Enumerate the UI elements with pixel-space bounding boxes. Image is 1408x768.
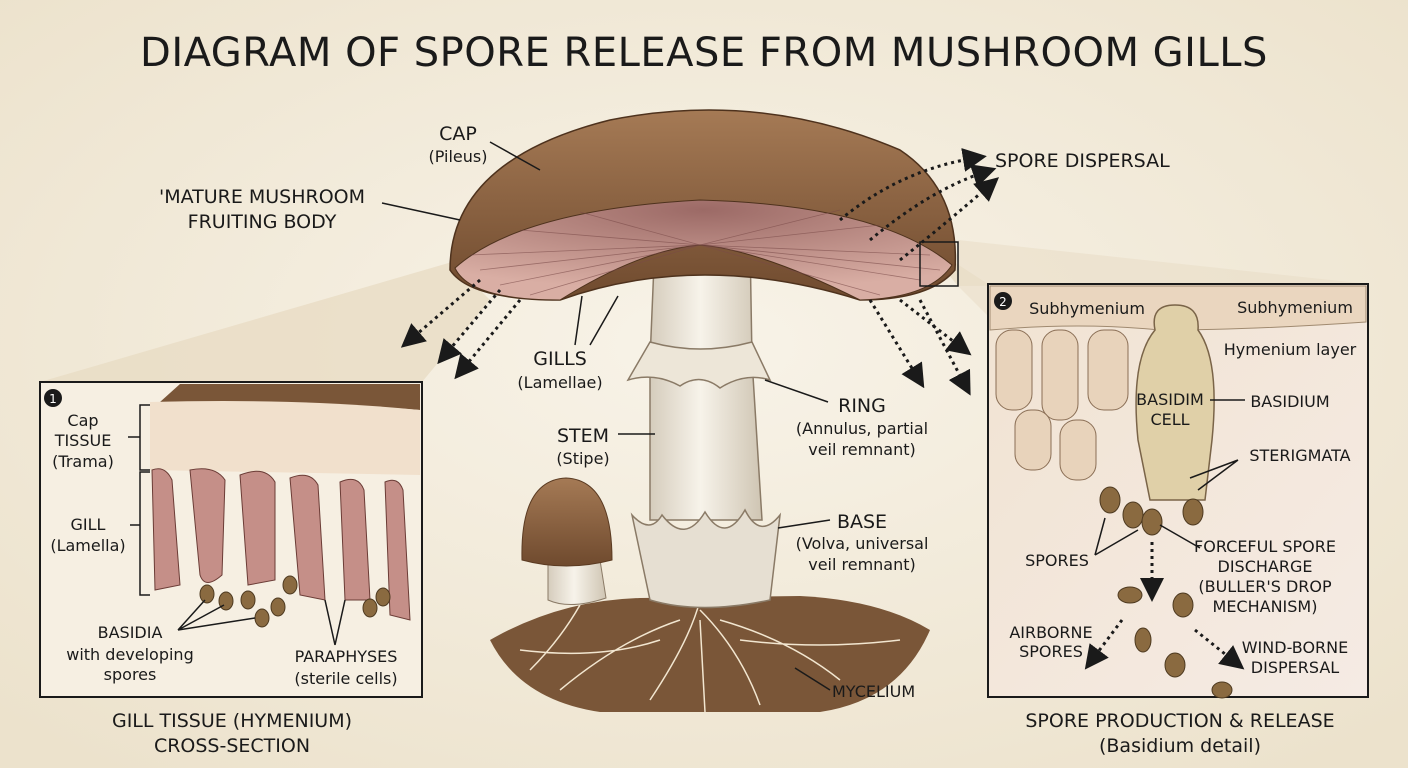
zoom-box [919,241,959,287]
label-mycelium: MYCELIUM [832,682,915,701]
panel2-discharge-4: MECHANISM) [1213,597,1318,616]
panel2-discharge-1: FORCEFUL SPORE [1194,537,1336,556]
panel-basidium-detail: 2 Subhymenium Subhymenium Hymenium layer… [987,283,1369,699]
mycelium-threads [519,599,901,713]
label-base-sub-1: (Volva, universal [796,534,929,553]
zoom-wedge-left [40,262,490,382]
spore-dispersal-arrows [400,148,1000,396]
panel1-gill-1: GILL [71,515,106,534]
panel2-airborne-1: AIRBORNE [1009,623,1092,642]
panel2-subhymenium-right: Subhymenium [1237,298,1353,317]
panel1-cap-3: (Trama) [52,452,114,471]
panel2-wind-2: DISPERSAL [1251,658,1339,677]
young-mushroom-stem [547,559,607,605]
young-mushroom-cap [521,477,613,567]
panel1-badge: 1 [49,392,57,406]
panel1-basidia-1: BASIDIA [98,623,163,642]
panel1-caption-2: CROSS-SECTION [154,735,310,757]
panel1-paraphyses-1: PARAPHYSES [295,647,398,666]
panel2-hymenium: Hymenium layer [1224,340,1357,359]
panel1-gill-2: (Lamella) [50,536,125,555]
label-ring-sub-1: (Annulus, partial [796,419,928,438]
panel2-wind-1: WIND-BORNE [1242,638,1349,657]
diagram-title: DIAGRAM OF SPORE RELEASE FROM MUSHROOM G… [140,30,1268,76]
label-ring: RING [838,395,886,417]
panel2-badge: 2 [999,295,1007,309]
panel-gill-cross-section: 1 Cap TISSUE (Trama) GILL (Lamella) BASI… [39,381,423,698]
ring [626,341,772,389]
label-gills: GILLS [533,348,587,370]
label-spore-dispersal: SPORE DISPERSAL [995,150,1170,172]
panel2-caption-2: (Basidium detail) [1099,735,1261,757]
panel1-caption-1: GILL TISSUE (HYMENIUM) [112,710,352,732]
label-cap-sub: (Pileus) [429,147,488,166]
main-labels: CAP (Pileus) 'MATURE MUSHROOM FRUITING B… [159,123,1170,701]
label-gills-sub: (Lamellae) [517,373,602,392]
panel2-discharge-2: DISCHARGE [1218,557,1313,576]
gills [454,199,953,301]
panel1-cap-1: Cap [67,411,98,430]
panel2-cell-2: CELL [1150,410,1189,429]
panel1-basidia-3: spores [104,665,157,684]
volva [630,508,782,609]
panel2-cell-1: BASIDIM [1136,390,1204,409]
panel2-basidium: BASIDIUM [1250,392,1329,411]
panel1-basidia-2: with developing [66,645,193,664]
panel2-spores: SPORES [1025,551,1089,570]
panel2-discharge-3: (BULLER'S DROP [1198,577,1332,596]
panel1-paraphyses-2: (sterile cells) [294,669,397,688]
panel2-airborne-2: SPORES [1019,642,1083,661]
label-base: BASE [837,511,887,533]
label-stem-sub: (Stipe) [556,449,609,468]
panel1-cap-2: TISSUE [54,431,112,450]
label-base-sub-2: veil remnant) [808,555,916,574]
gill-lines [469,209,941,296]
label-cap: CAP [439,123,477,145]
label-fruiting-body-2: FRUITING BODY [188,211,337,233]
panel2-subhymenium-left: Subhymenium [1029,299,1145,318]
label-fruiting-body-1: 'MATURE MUSHROOM [159,186,365,208]
panel2-sterigmata: STERIGMATA [1249,446,1350,465]
label-stem: STEM [557,425,609,447]
panel2-caption-1: SPORE PRODUCTION & RELEASE [1025,710,1334,732]
label-ring-sub-2: veil remnant) [808,440,916,459]
